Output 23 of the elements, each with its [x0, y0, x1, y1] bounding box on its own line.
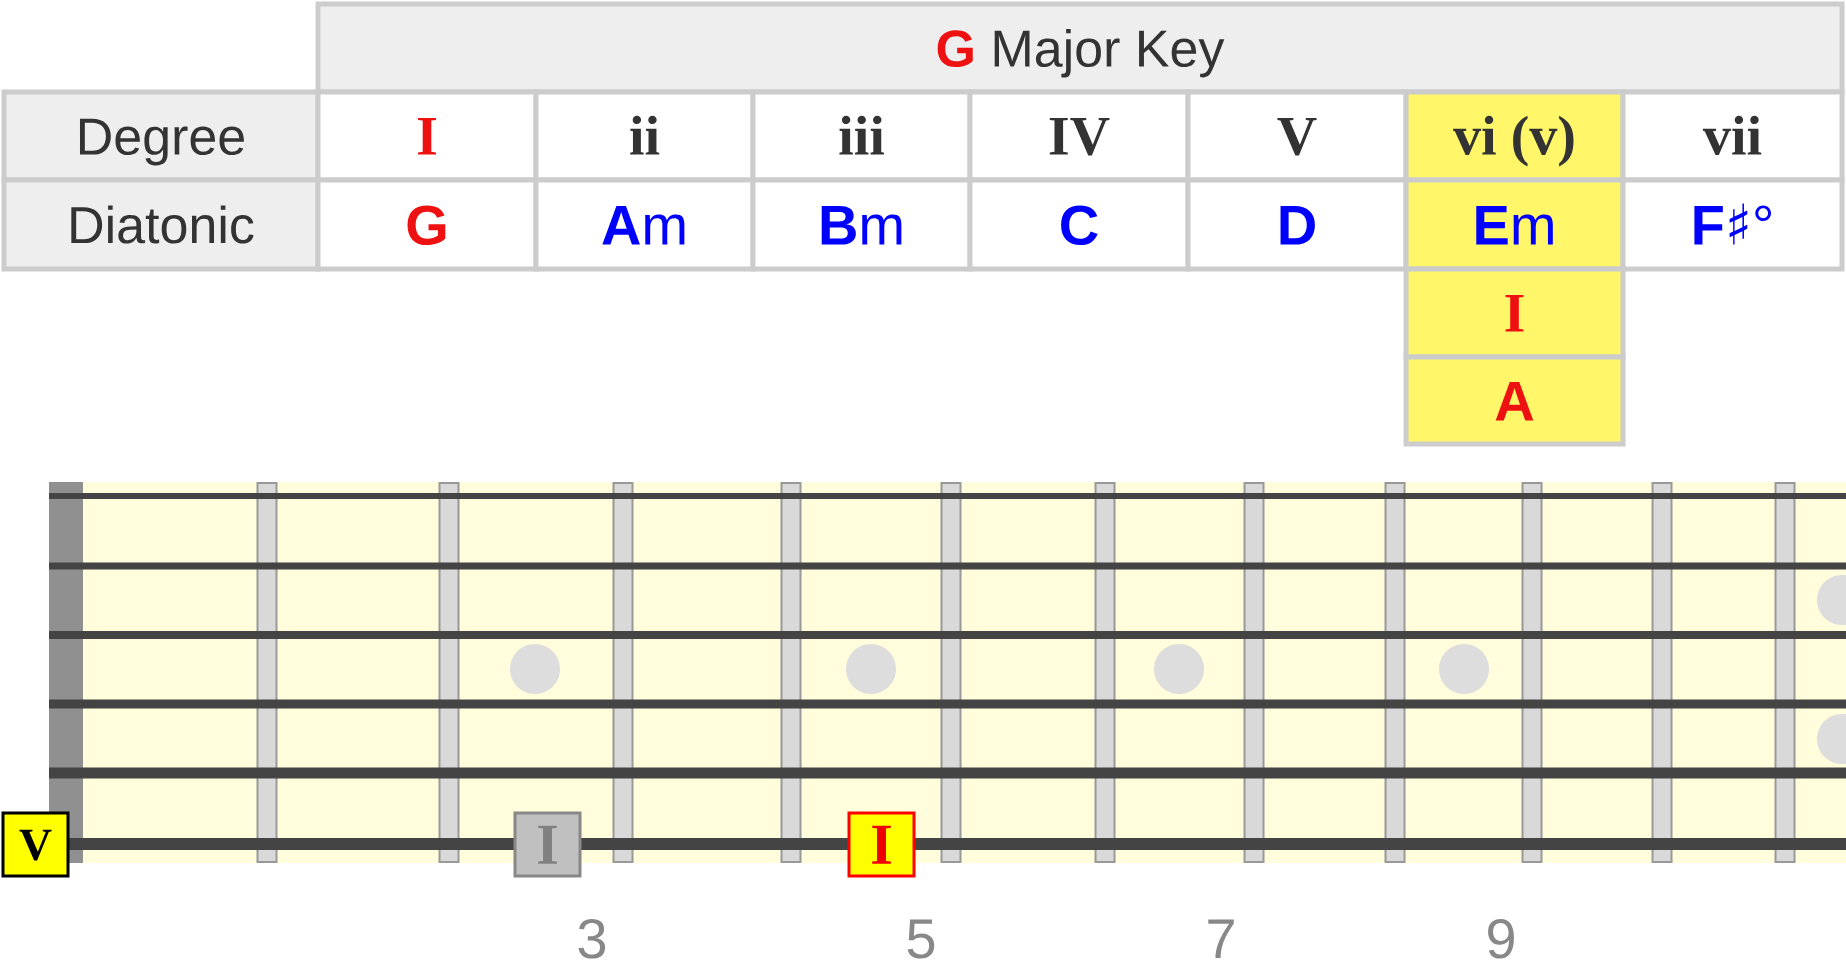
title-cell: G Major Key	[315, 1, 1845, 95]
table-cell: iii	[750, 89, 973, 183]
table-cell: Am	[533, 177, 756, 272]
table-cell: A	[1403, 354, 1626, 447]
header-cell: Degree	[1, 89, 321, 183]
fret-number: 9	[1488, 918, 1514, 959]
table-cell: Bm	[750, 177, 973, 272]
table-cell: G	[315, 177, 539, 272]
fret-number: 5	[907, 919, 935, 959]
table-cell: V	[1185, 89, 1409, 183]
table-cell: ii	[533, 89, 756, 183]
header-cell: Diatonic	[1, 177, 321, 272]
table-cell: I	[315, 89, 539, 183]
table-cell: vi (v)	[1403, 89, 1626, 183]
fret-number: 3	[578, 918, 606, 959]
table-cell: I	[1403, 266, 1626, 360]
table-cell: Em	[1403, 177, 1626, 272]
table-cell: D	[1185, 177, 1409, 272]
table-cell: F♯°	[1620, 177, 1845, 272]
fret-number: 7	[1208, 919, 1234, 958]
table-cell: vii	[1620, 89, 1845, 183]
table-cell: IV	[967, 89, 1191, 183]
table-cell: C	[967, 177, 1191, 272]
